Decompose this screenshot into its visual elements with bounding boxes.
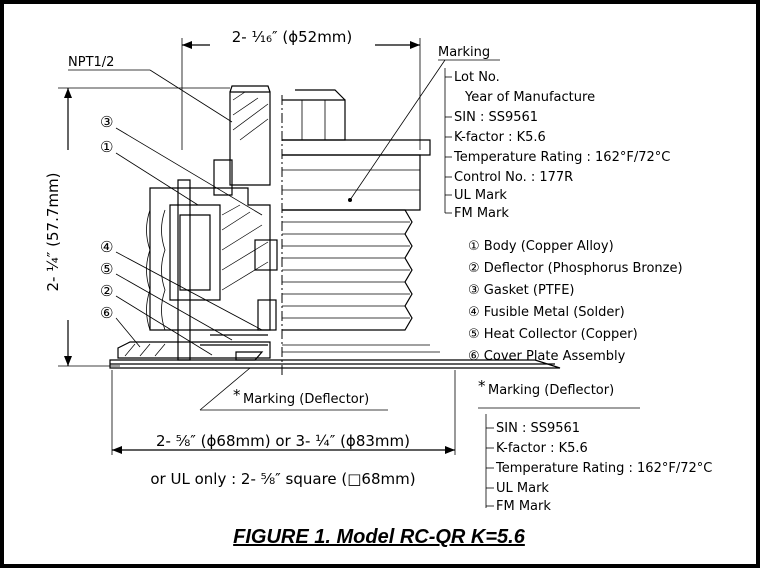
marking-fm: FM Mark xyxy=(454,206,509,221)
marking-control: Control No. : 177R xyxy=(454,170,573,185)
callout-3: ③ xyxy=(100,113,113,131)
base-width-dimension: 2- ⅝″ (ϕ68mm) or 3- ¼″ (ϕ83mm) or UL onl… xyxy=(111,370,456,488)
callout-6: ⑥ xyxy=(100,304,113,322)
part-5: ⑤ Heat Collector (Copper) xyxy=(468,327,638,342)
part-4: ④ Fusible Metal (Solder) xyxy=(468,305,625,320)
deflector-ul: UL Mark xyxy=(496,481,549,496)
marking-kfactor: K-factor : K5.6 xyxy=(454,130,546,145)
part-6: ⑥ Cover Plate Assembly xyxy=(468,349,626,364)
marking-temp: Temperature Rating : 162°F/72°C xyxy=(453,150,670,165)
deflector-kfactor: K-factor : K5.6 xyxy=(496,441,588,456)
deflector-fm: FM Mark xyxy=(496,499,551,514)
part-3: ③ Gasket (PTFE) xyxy=(468,283,575,298)
height-dimension: 2- ¼″ (57.7mm) xyxy=(44,87,230,367)
marking-year: Year of Manufacture xyxy=(464,90,595,105)
figure-caption: FIGURE 1. Model RC-QR K=5.6 xyxy=(233,526,526,548)
part-2: ② Deflector (Phosphorus Bronze) xyxy=(468,261,683,276)
marking-list: Marking Lot No. Year of Manufacture SIN … xyxy=(348,45,670,221)
deflector-marking-list: * Marking (Deflector) SIN : SS9561 K-fac… xyxy=(478,377,712,514)
top-width-label: 2- ¹⁄₁₆″ (ϕ52mm) xyxy=(232,28,353,46)
marking-lot: Lot No. xyxy=(454,70,500,85)
deflector-label-a: Marking (Deflector) xyxy=(243,392,369,407)
callout-1: ① xyxy=(100,138,113,156)
base-width-label: 2- ⅝″ (ϕ68mm) or 3- ¼″ (ϕ83mm) xyxy=(156,432,410,450)
part-1: ① Body (Copper Alloy) xyxy=(468,239,614,254)
parts-list: ① Body (Copper Alloy) ② Deflector (Phosp… xyxy=(468,239,683,364)
deflector-sin: SIN : SS9561 xyxy=(496,421,580,436)
top-width-dimension: 2- ¹⁄₁₆″ (ϕ52mm) xyxy=(181,28,421,150)
marking-title: Marking xyxy=(438,45,490,60)
callout-4: ④ xyxy=(100,238,113,256)
npt-label: NPT1/2 xyxy=(68,55,114,70)
callout-2: ② xyxy=(100,282,113,300)
marking-ul: UL Mark xyxy=(454,188,507,203)
deflector-marking-callout: * Marking (Deflector) xyxy=(199,367,388,411)
deflector-temp: Temperature Rating : 162°F/72°C xyxy=(495,461,712,476)
deflector-label-b: Marking (Deflector) xyxy=(488,383,614,398)
height-label: 2- ¼″ (57.7mm) xyxy=(44,173,62,292)
deflector-star-a: * xyxy=(233,386,241,404)
deflector-star-b: * xyxy=(478,377,486,395)
marking-sin: SIN : SS9561 xyxy=(454,110,538,125)
callout-5: ⑤ xyxy=(100,260,113,278)
callout-group: ③ ① ④ ⑤ ② ⑥ xyxy=(100,113,263,356)
ul-only-label: or UL only : 2- ⅝″ square (□68mm) xyxy=(150,470,415,488)
sprinkler-drawing xyxy=(109,85,561,376)
